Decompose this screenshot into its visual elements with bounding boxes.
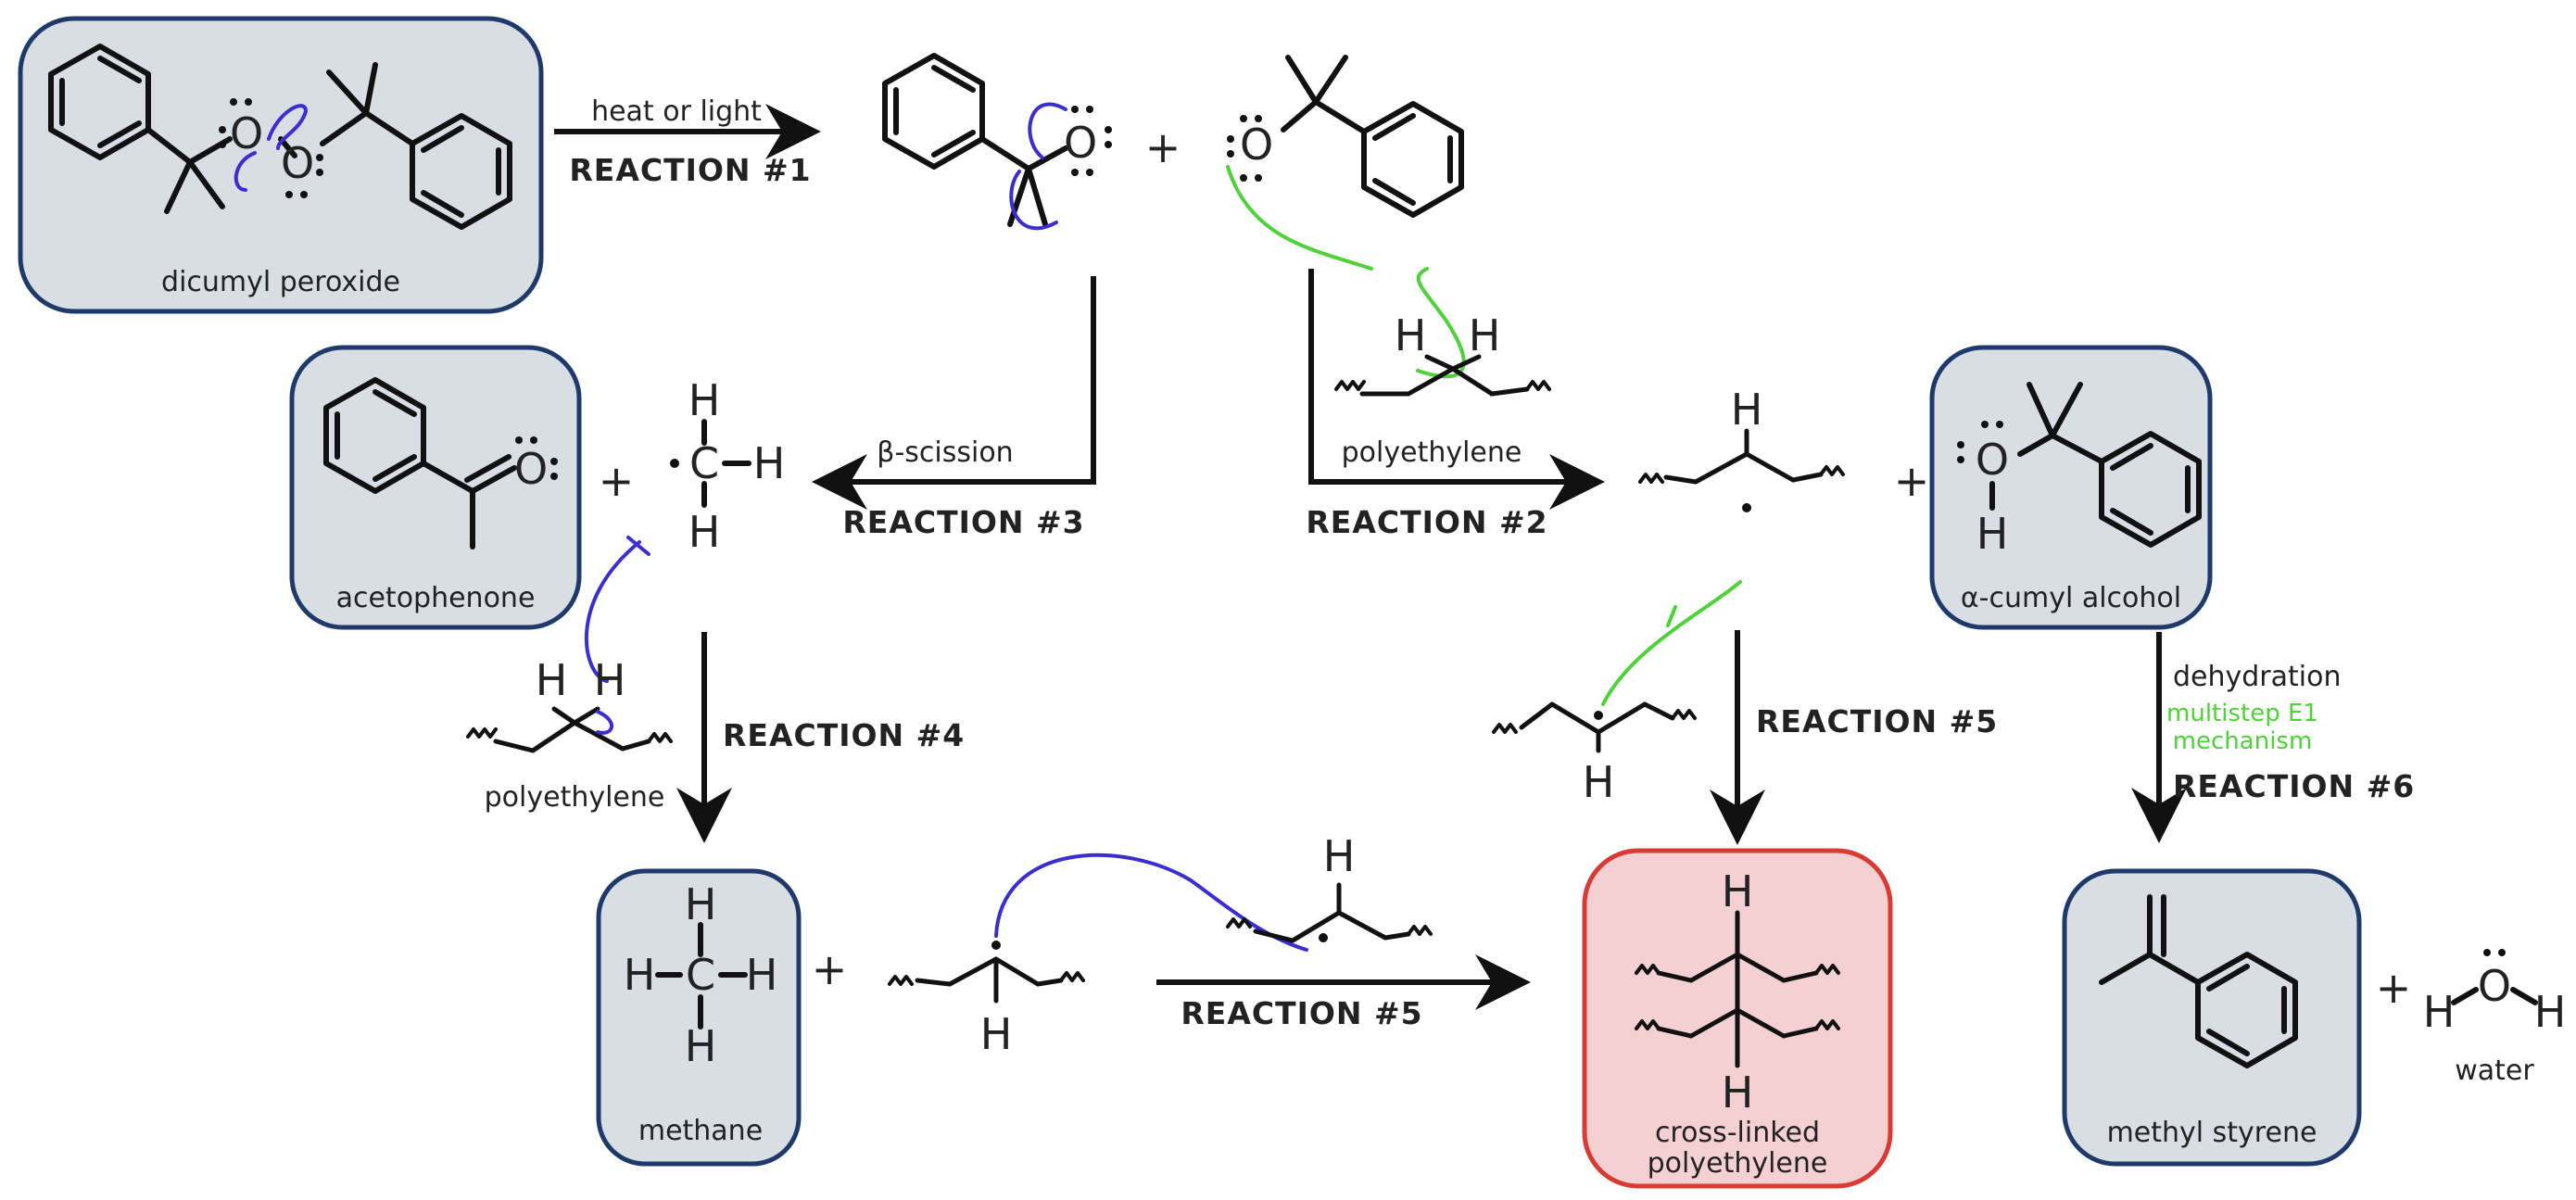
radical-coupling-arrow-green: [1601, 580, 1742, 706]
methyl-radical: [670, 419, 751, 508]
homolysis-arrow-right: [234, 151, 257, 192]
water-h-left: H: [2423, 987, 2456, 1037]
plus-4: +: [1894, 456, 1930, 506]
polyethylene-reactant-4: [466, 706, 673, 753]
methyl-h-abstraction-arrow-2: [626, 536, 650, 556]
pe2-h1: H: [1395, 310, 1427, 360]
plus-3: +: [812, 944, 848, 994]
radical-coupling-arrow-green-head: [1666, 605, 1677, 627]
methyl-h-top: H: [688, 375, 721, 425]
h-abstraction-arrow-green-1: [1226, 165, 1373, 271]
reaction-1-label: REACTION #1: [569, 152, 811, 188]
alpha-cumyl-alcohol-box: [1929, 345, 2213, 630]
crosslinked-polyethylene-structure: [1635, 910, 1840, 1068]
methane-label: methane: [638, 1115, 763, 1147]
pe-radical-bottom-h: H: [980, 1009, 1013, 1059]
cumyloxy-radical-right: [1281, 55, 1464, 218]
reaction-6-mechanism-line1: multistep E1: [2166, 700, 2318, 727]
methane-h-right: H: [746, 950, 778, 1000]
pe-radical-mid-right: [1492, 701, 1697, 753]
reaction-3-arrow: [812, 276, 1096, 510]
reaction-6-condition: dehydration: [2173, 661, 2342, 693]
pe-radical-top-right-h: H: [1731, 385, 1763, 435]
pe-radical-upper-bottom: [1226, 882, 1433, 943]
cumyloxy-right-electrons: [1227, 115, 1262, 182]
reaction-1-condition: heat or light: [591, 95, 762, 128]
plus-2: +: [599, 456, 635, 506]
reaction-3-label: REACTION #3: [842, 504, 1084, 540]
methane-carbon: C: [686, 950, 715, 1000]
acetophenone-oxygen: O: [514, 444, 548, 494]
alcohol-hydrogen: H: [1976, 509, 2009, 559]
pe-radical-top-right: [1638, 428, 1845, 512]
homolysis-arrow-left: [267, 104, 309, 150]
reaction-4-label: REACTION #4: [723, 717, 965, 753]
acetophenone-label: acetophenone: [336, 582, 536, 614]
methyl-h-abstraction-arrow-1: [584, 540, 641, 683]
reaction-2-label: REACTION #2: [1306, 504, 1547, 540]
alpha-cumyl-alcohol-label: α-cumyl alcohol: [1961, 582, 2181, 614]
acetophenone-structure: [323, 377, 517, 549]
crosslinked-h-bottom: H: [1722, 1067, 1754, 1118]
methane-structure: [655, 922, 748, 1029]
reaction-3-condition: β-scission: [877, 436, 1013, 469]
methyl-carbon: C: [689, 438, 719, 488]
reaction-6-label: REACTION #6: [2173, 768, 2415, 804]
crosslinked-label-line2: polyethylene: [1648, 1147, 1828, 1180]
pe-radical-mid-right-h: H: [1583, 757, 1615, 807]
methyl-styrene-label: methyl styrene: [2107, 1117, 2317, 1149]
beta-scission-arrow-2: [1009, 170, 1058, 231]
acetophenone-lone-pairs: [515, 436, 558, 480]
methyl-styrene-structure: [2099, 894, 2298, 1068]
crosslinked-label-line1: cross-linked: [1655, 1117, 1820, 1149]
reaction-5-label-right: REACTION #5: [1756, 703, 1998, 739]
reaction-5-label-bottom: REACTION #5: [1181, 995, 1422, 1031]
reaction-2-arrow: [1308, 269, 1605, 510]
pe-radical-upper-bottom-h: H: [1323, 831, 1356, 881]
dicumyl-peroxide-label: dicumyl peroxide: [161, 266, 400, 298]
radical-coupling-arrow-blue: [994, 853, 1308, 952]
pe4-h2: H: [594, 655, 626, 705]
cumyloxy-left-oxygen: O: [1064, 118, 1097, 168]
crosslinked-h-top: H: [1722, 866, 1754, 916]
methane-h-left: H: [624, 950, 656, 1000]
water-label: water: [2455, 1055, 2534, 1087]
water-h-right: H: [2534, 987, 2567, 1037]
methyl-h-right: H: [753, 438, 786, 488]
peroxide-oxygen-1: O: [230, 108, 263, 158]
alcohol-oxygen: O: [1976, 435, 2009, 485]
water-lone-pairs: [2483, 949, 2506, 956]
beta-scission-arrow-1: [1028, 102, 1067, 159]
plus-5: +: [2376, 963, 2412, 1013]
methane-h-top: H: [685, 879, 717, 929]
pe4-h1: H: [536, 655, 568, 705]
alpha-cumyl-alcohol-structure: [1989, 382, 2202, 548]
pe2-h2: H: [1469, 310, 1501, 360]
plus-1: +: [1145, 122, 1181, 172]
water-structure: [2451, 987, 2538, 1005]
pe-radical-bottom: [888, 941, 1085, 1004]
polyethylene-label-4: polyethylene: [485, 781, 665, 814]
reaction-6-mechanism-line2: mechanism: [2173, 727, 2313, 755]
polyethylene-reactant-2: [1334, 354, 1551, 397]
alcohol-lone-pairs: [1957, 421, 2003, 463]
peroxide-oxygen-2: O: [281, 138, 314, 188]
methane-h-bottom: H: [685, 1021, 717, 1071]
methyl-h-bottom: H: [688, 507, 721, 557]
methyl-styrene-box: [2062, 868, 2362, 1167]
polyethylene-label-2: polyethylene: [1342, 436, 1522, 469]
cumyloxy-right-oxygen: O: [1240, 120, 1273, 170]
cumyloxy-radical-left: [882, 53, 1068, 227]
acetophenone-box: [289, 345, 582, 630]
peroxide-lone-pairs: [219, 98, 323, 198]
cumyloxy-left-electrons: [1071, 106, 1112, 176]
water-oxygen: O: [2478, 961, 2511, 1011]
h-abstraction-arrow-green-2: [1416, 267, 1466, 379]
